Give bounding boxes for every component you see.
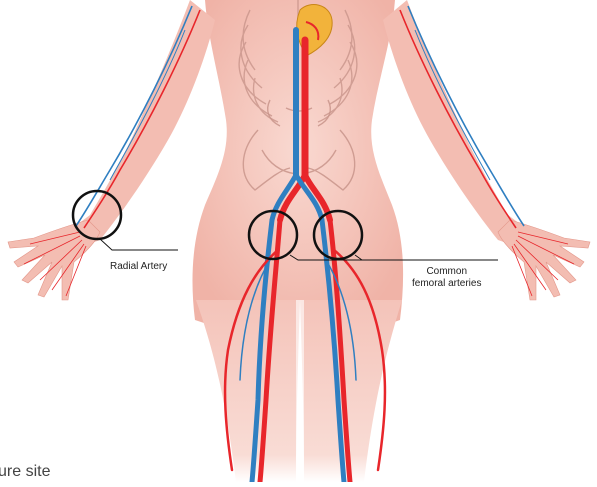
radial-artery-label: Radial Artery [110,261,167,273]
right-hand [498,220,590,300]
caption-text: ure site [0,463,50,481]
left-hand [8,220,100,300]
femoral-label-line2: femoral arteries [412,278,481,290]
left-arm [70,0,215,250]
radial-leader-line [100,239,178,250]
femoral-label-line1: Common [412,266,481,278]
femoral-arteries-label: Common femoral arteries [412,266,481,290]
left-leg [196,300,300,482]
